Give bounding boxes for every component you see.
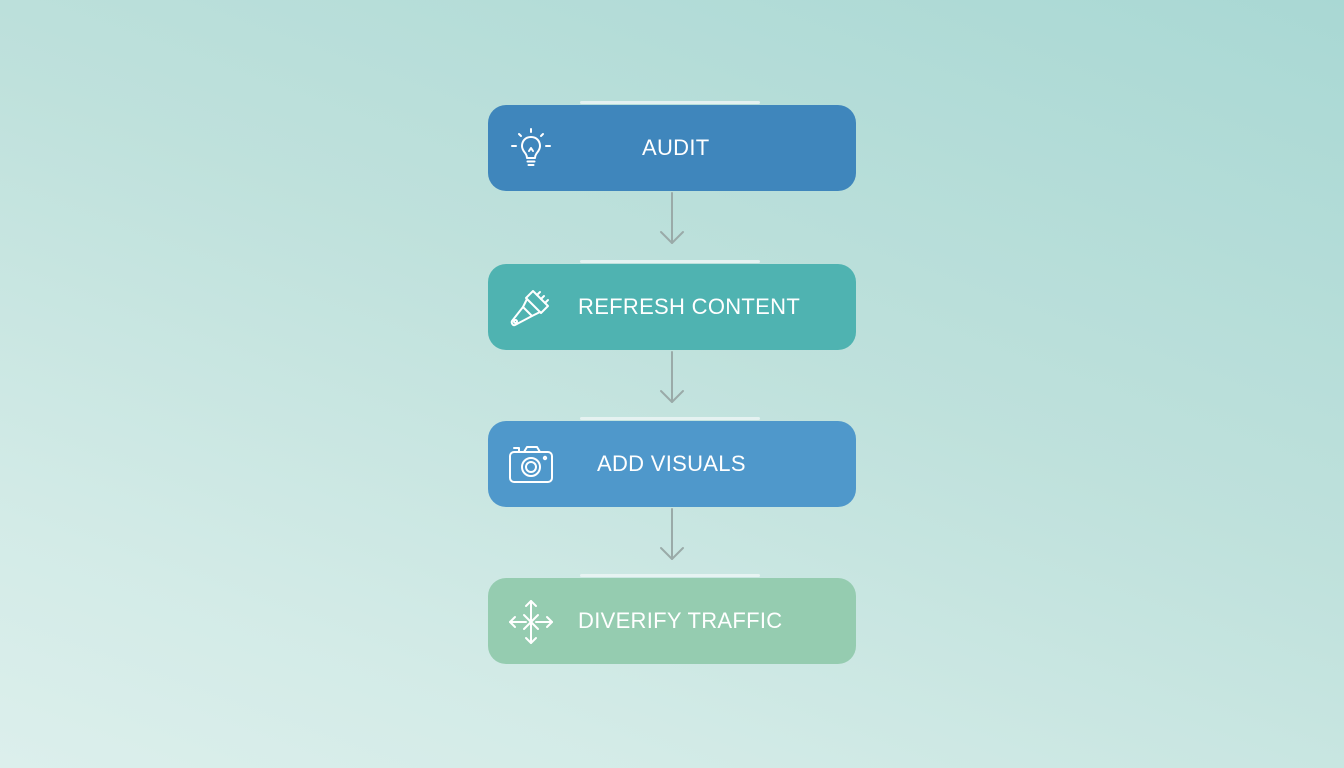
down-arrow-connector (652, 507, 692, 563)
step-add-visuals: ADD VISUALS (488, 417, 856, 507)
step-label: ADD VISUALS (597, 451, 746, 476)
camera-icon (506, 440, 556, 490)
lightbulb-icon (506, 124, 556, 174)
step-audit: AUDIT (488, 101, 856, 191)
step-refresh-content: REFRESH CONTENT (488, 260, 856, 350)
down-arrow-connector (652, 191, 692, 247)
step-label: REFRESH CONTENT (578, 294, 801, 319)
paintbrush-icon (506, 283, 556, 333)
step-label: DIVERIFY TRAFFIC (578, 608, 783, 633)
move-arrows-icon (506, 597, 556, 647)
step-tab (580, 574, 760, 577)
step-diversify-traffic: DIVERIFY TRAFFIC (488, 574, 856, 664)
step-tab (580, 260, 760, 263)
step-tab (580, 417, 760, 420)
step-label: AUDIT (642, 135, 710, 160)
down-arrow-connector (652, 350, 692, 406)
step-tab (580, 101, 760, 104)
